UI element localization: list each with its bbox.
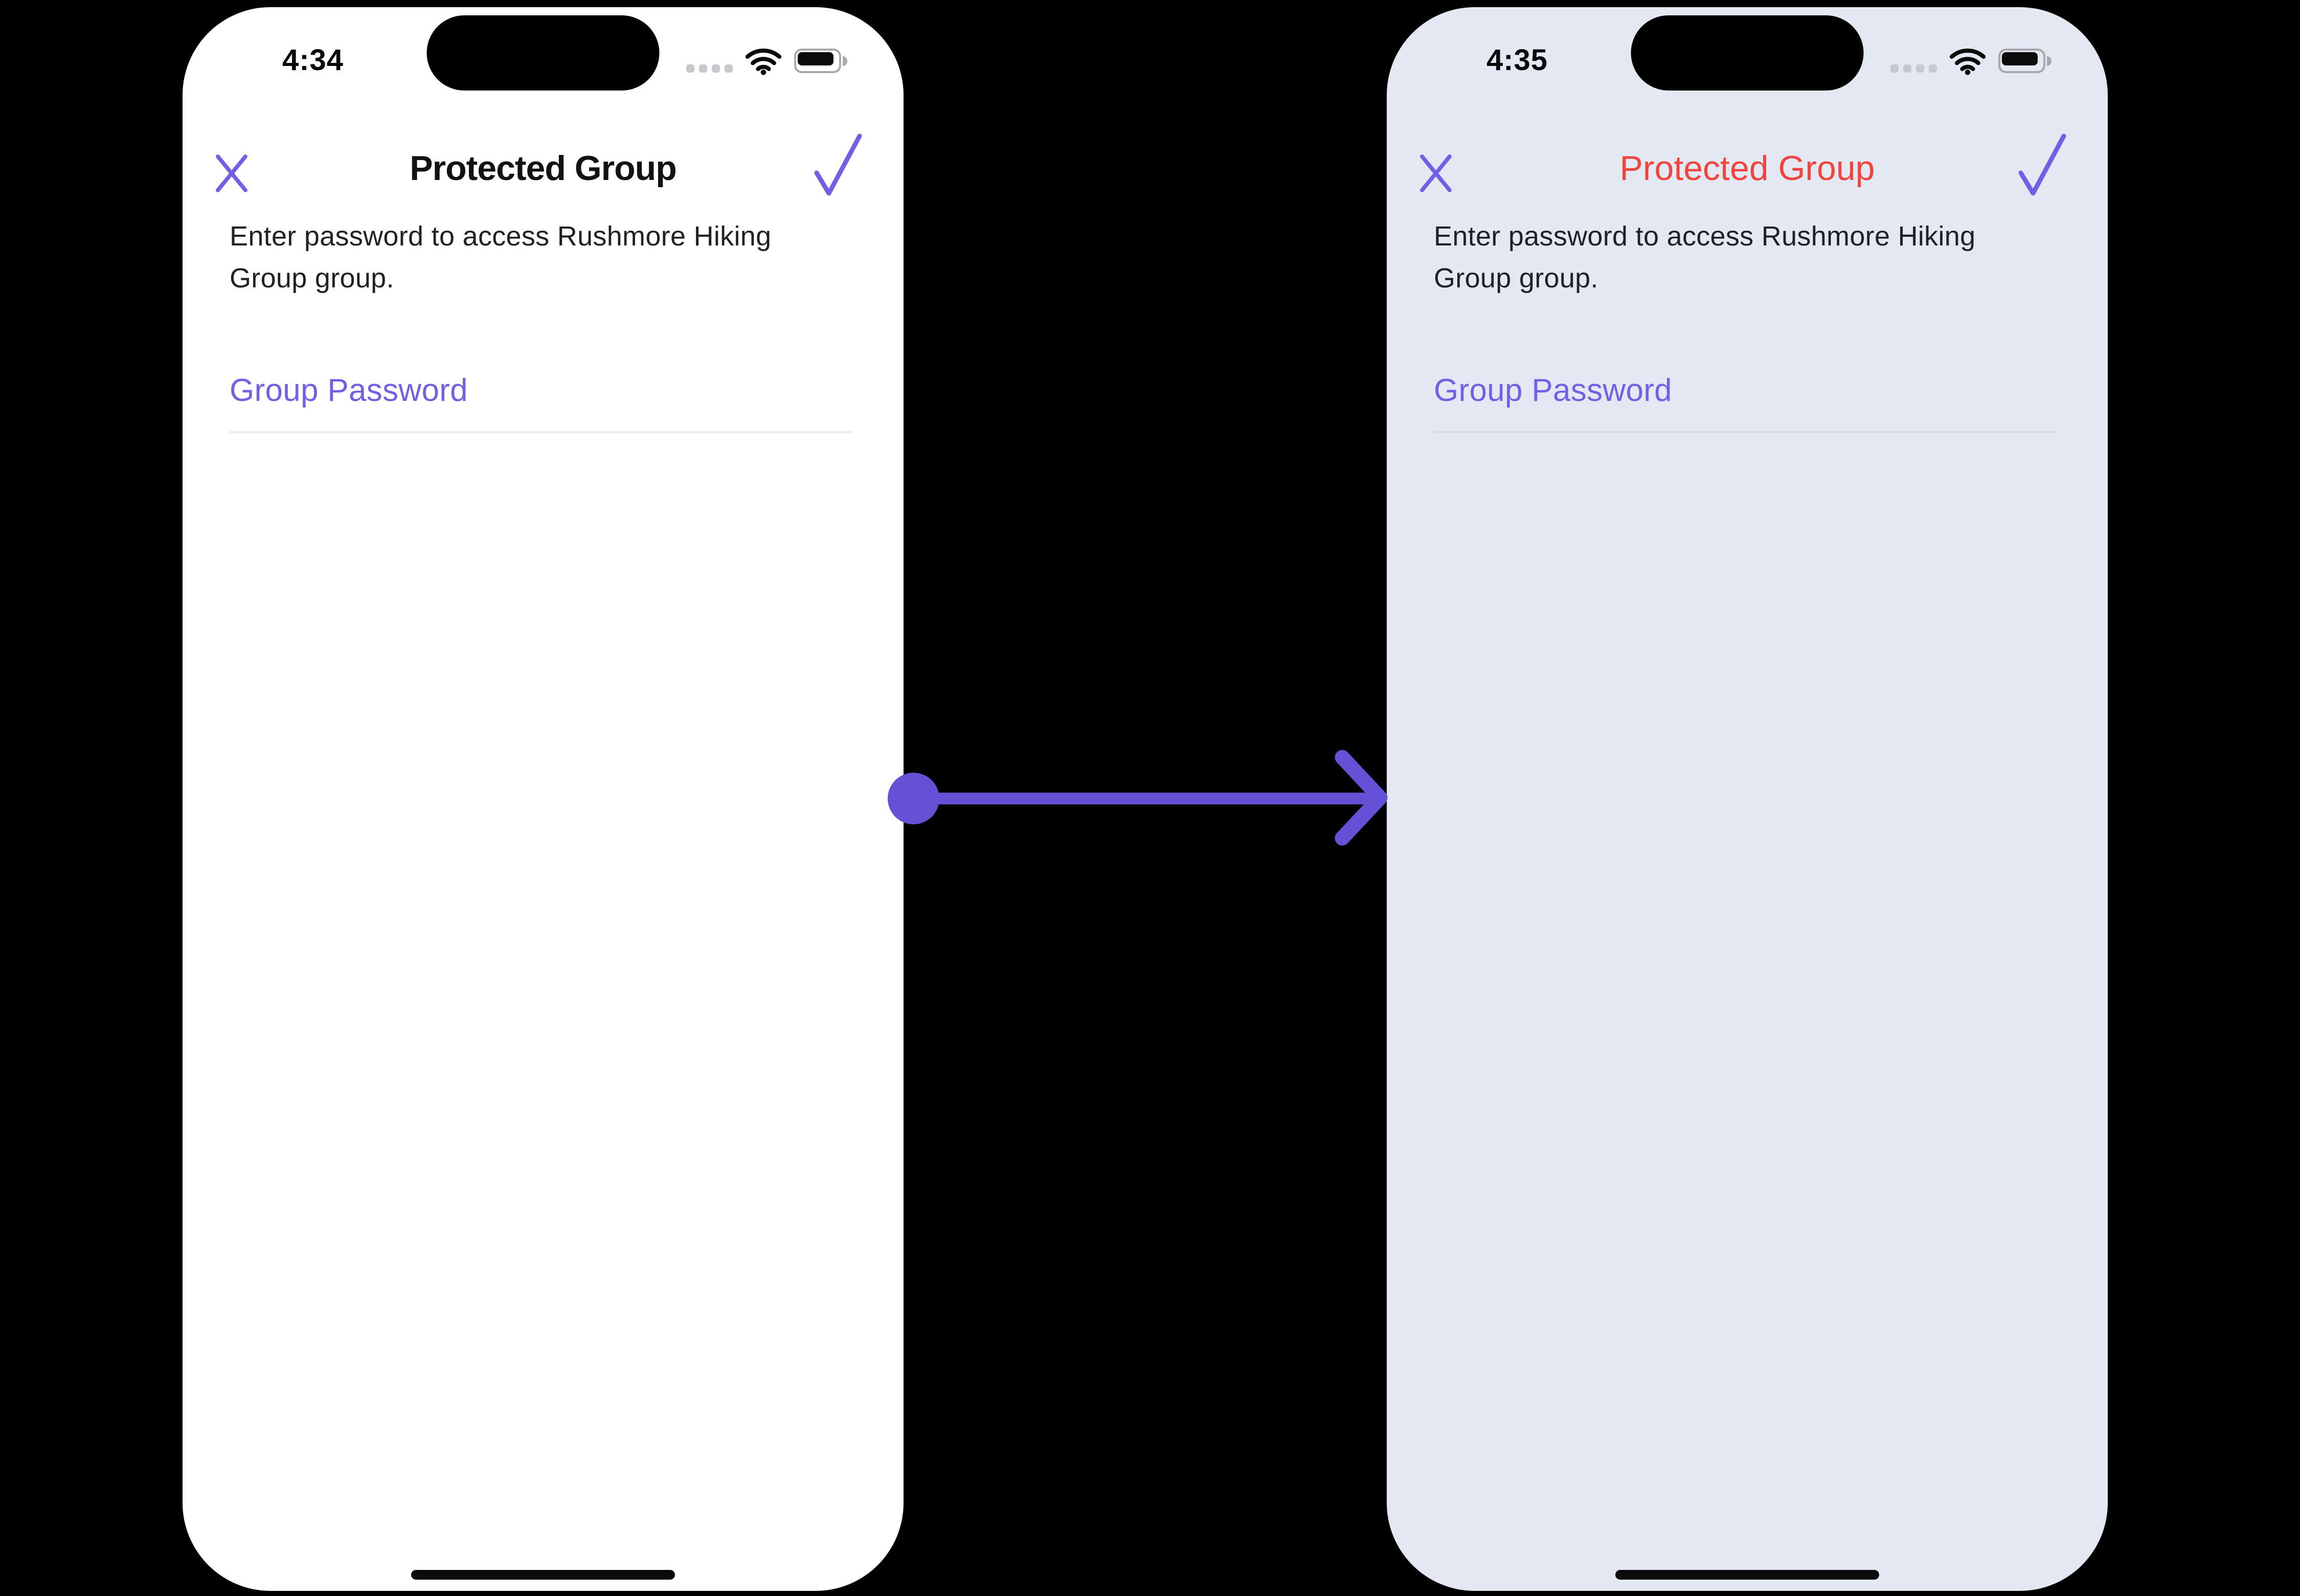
navigation-header: Protected Group <box>1387 133 2108 203</box>
checkmark-icon[interactable] <box>2017 130 2068 201</box>
phone-before: 4:34 Protected Group Enter password to a… <box>183 7 904 1591</box>
battery-icon <box>1998 49 2051 73</box>
battery-icon <box>794 49 847 73</box>
cellular-signal-icon <box>1890 64 1937 73</box>
group-password-label: Group Password <box>230 373 468 408</box>
checkmark-icon[interactable] <box>813 130 864 201</box>
description-text: Enter password to access Rushmore Hiking… <box>1434 221 1976 294</box>
page-title: Protected Group <box>410 149 677 188</box>
home-indicator[interactable] <box>1615 1570 1879 1580</box>
cellular-signal-icon <box>686 64 733 73</box>
status-icons <box>1890 46 2051 75</box>
group-password-field[interactable]: Group Password <box>1434 365 2057 442</box>
arrow-head-icon <box>1335 750 1388 846</box>
group-password-label: Group Password <box>1434 373 1672 408</box>
wifi-icon <box>1949 48 1986 75</box>
description-text: Enter password to access Rushmore Hiking… <box>230 221 772 294</box>
phone-after: 4:35 Protected Group Enter password to a… <box>1387 7 2108 1591</box>
transition-arrow <box>913 793 1377 804</box>
field-underline <box>1434 431 2057 433</box>
group-password-field[interactable]: Group Password <box>230 365 852 442</box>
field-underline <box>230 431 852 433</box>
status-time: 4:34 <box>282 43 344 77</box>
dynamic-island <box>1631 15 1864 91</box>
close-icon[interactable] <box>211 150 252 196</box>
page-title: Protected Group <box>1619 149 1875 188</box>
status-time: 4:35 <box>1486 43 1548 77</box>
home-indicator[interactable] <box>411 1570 675 1580</box>
dynamic-island <box>426 15 660 91</box>
navigation-header: Protected Group <box>183 133 904 203</box>
status-icons <box>686 46 847 75</box>
close-icon[interactable] <box>1415 150 1456 196</box>
wifi-icon <box>745 48 782 75</box>
